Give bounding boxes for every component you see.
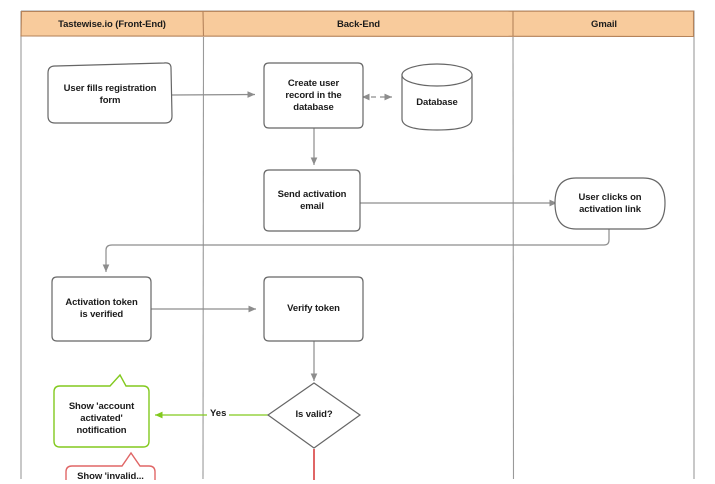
node-send-activation-email[interactable] bbox=[263, 169, 361, 232]
lane-title-frontend: Tastewise.io (Front-End) bbox=[58, 18, 166, 30]
lane-title-backend: Back-End bbox=[336, 18, 381, 30]
node-user-clicks-activation-link[interactable] bbox=[554, 177, 666, 230]
edge-form-to-create bbox=[171, 91, 256, 98]
nodes-group bbox=[47, 62, 666, 480]
edge-gmail-to-token bbox=[102, 229, 610, 272]
node-show-invalid-notification[interactable] bbox=[65, 451, 156, 480]
node-activation-token-is-verified[interactable] bbox=[51, 276, 152, 342]
node-create-user-record[interactable] bbox=[263, 62, 364, 129]
edges-group: database (dashed, double arrow) --> show… bbox=[102, 91, 610, 480]
swimlane-frame bbox=[20, 10, 695, 480]
edge-label-yes: Yes bbox=[207, 408, 230, 419]
node-verify-token[interactable] bbox=[263, 276, 364, 342]
node-is-valid-decision[interactable] bbox=[266, 382, 362, 449]
node-user-fills-registration-form[interactable] bbox=[47, 62, 173, 124]
node-show-account-activated-notification[interactable] bbox=[53, 373, 150, 448]
node-database[interactable] bbox=[401, 63, 473, 131]
lane-title-gmail: Gmail bbox=[591, 18, 617, 30]
